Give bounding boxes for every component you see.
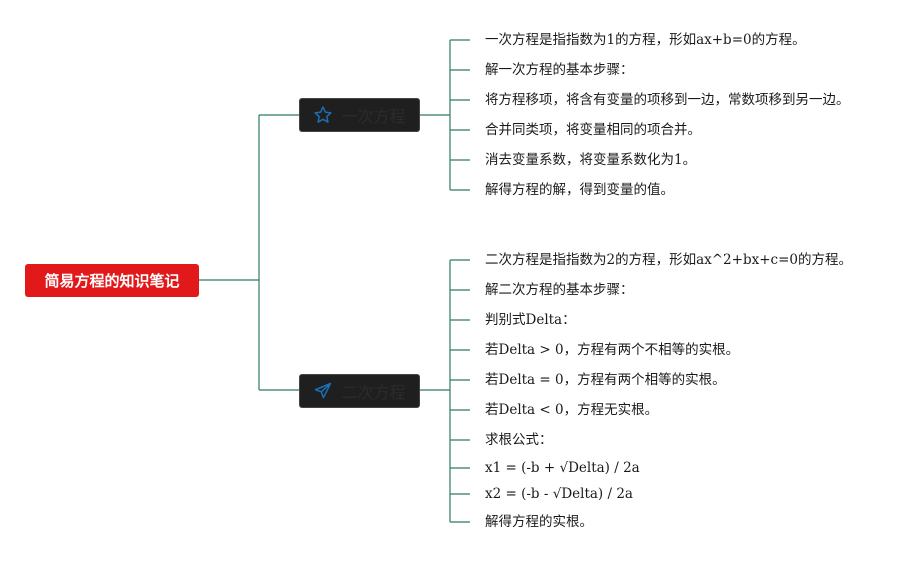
topic-linear-equation-label: 一次方程 [341,107,406,126]
branch-1-item[interactable]: 消去变量系数，将变量系数化为1。 [485,152,697,168]
branch-1-item[interactable]: 合并同类项，将变量相同的项合并。 [485,122,701,138]
branch-2-item[interactable]: 求根公式： [485,432,553,448]
branch-2-item[interactable]: 解二次方程的基本步骤： [485,282,634,298]
branch-2-item[interactable]: 解得方程的实根。 [485,514,593,530]
branch-2-item[interactable]: 若Delta > 0，方程有两个不相等的实根。 [485,342,740,358]
branch-2-item[interactable]: x1 = (-b + √Delta) / 2a [485,460,640,476]
branch-2-item[interactable]: 判别式Delta： [485,312,576,328]
branch-2-item[interactable]: 若Delta < 0，方程无实根。 [485,402,659,418]
topic-quadratic-equation-label: 二次方程 [341,383,406,402]
branch-1-item[interactable]: 解得方程的解，得到变量的值。 [485,182,674,198]
branch-2-item[interactable]: x2 = (-b - √Delta) / 2a [485,486,633,502]
branch-1-item[interactable]: 一次方程是指指数为1的方程，形如ax+b=0的方程。 [485,32,806,48]
topic-linear-equation[interactable]: 一次方程 [299,98,420,132]
star-icon [314,106,333,123]
topic-quadratic-equation[interactable]: 二次方程 [299,374,420,408]
branch-2-item[interactable]: 二次方程是指指数为2的方程，形如ax^2+bx+c=0的方程。 [485,252,852,268]
branch-2-item[interactable]: 若Delta = 0，方程有两个相等的实根。 [485,372,726,388]
paper-plane-icon [315,382,332,399]
branch-1-item[interactable]: 将方程移项，将含有变量的项移到一边，常数项移到另一边。 [485,92,850,108]
branch-1-item[interactable]: 解一次方程的基本步骤： [485,62,634,78]
root-topic-label: 简易方程的知识笔记 [44,272,180,290]
root-topic[interactable]: 简易方程的知识笔记 [25,264,199,297]
